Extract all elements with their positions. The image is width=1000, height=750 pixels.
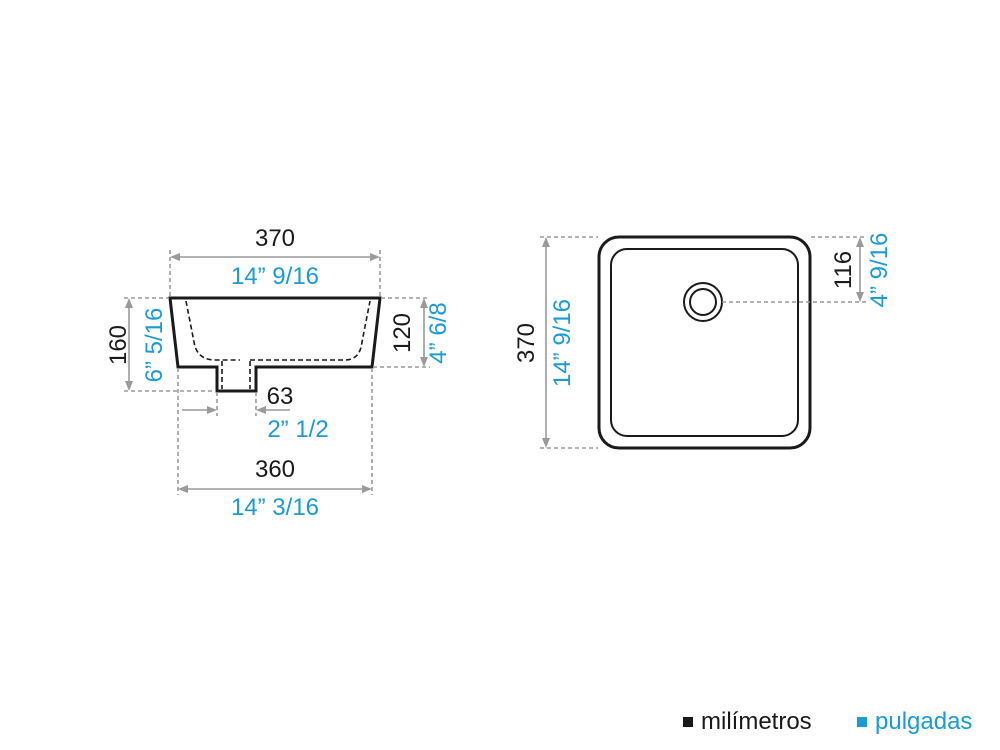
total-height-in: 6” 5/16 [141, 308, 168, 383]
top-depth-in: 14” 9/16 [549, 299, 576, 387]
drain-offset-mm: 116 [830, 251, 857, 289]
bowl-height-mm: 120 [389, 313, 416, 353]
bowl-height-in: 4” 6/8 [425, 302, 452, 363]
side-hidden-bowl [185, 300, 371, 361]
drain-offset-in: 4” 9/16 [866, 233, 893, 308]
top-width-in: 14” 9/16 [231, 263, 319, 290]
total-height-mm: 160 [105, 325, 132, 365]
top-width-mm: 370 [255, 225, 295, 252]
side-hidden-drain [221, 361, 251, 389]
top-bowl-outline [610, 248, 799, 437]
legend-mm: milímetros [683, 708, 812, 736]
in-swatch-icon [857, 717, 867, 727]
side-basin-outline [168, 296, 382, 393]
bottom-width-mm: 360 [255, 456, 295, 483]
bottom-width-in: 14” 3/16 [231, 494, 319, 521]
legend-in: pulgadas [857, 708, 972, 736]
in-label: pulgadas [875, 708, 973, 735]
top-depth-mm: 370 [513, 323, 540, 363]
drain-width-in: 2” 1/2 [267, 416, 328, 443]
side-view: 370 14” 9/16 160 6” 5/16 120 4” 6/8 63 2… [105, 225, 452, 521]
mm-label: milímetros [701, 708, 812, 735]
drain-width-mm: 63 [267, 383, 294, 410]
drain-inner-ring [689, 288, 717, 316]
top-view: 370 14” 9/16 116 4” 9/16 [513, 233, 893, 450]
top-basin-outline [597, 235, 812, 450]
mm-swatch-icon [683, 717, 693, 727]
